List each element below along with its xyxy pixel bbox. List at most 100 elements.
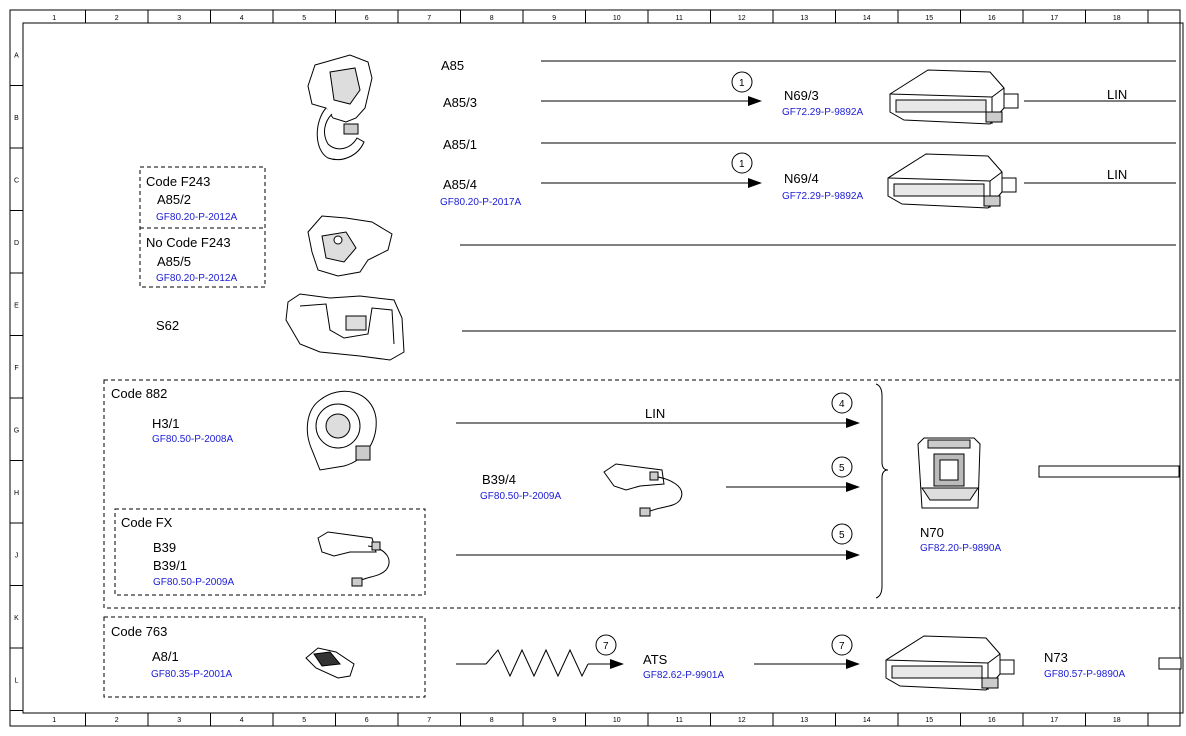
grid-column-label: 17: [1050, 717, 1058, 724]
label-h3-1: H3/1: [152, 416, 179, 431]
marker-circle: [831, 634, 853, 656]
grid-column-label: 4: [240, 15, 244, 22]
grid-row-label: L: [15, 677, 19, 684]
marker-circle: [831, 523, 853, 545]
marker-number: 5: [839, 463, 845, 474]
grid-column-label: 15: [925, 717, 933, 724]
label-a85-3: A85/3: [443, 95, 477, 110]
n73-module-illustration: [885, 635, 1015, 691]
grid-column-label: 15: [925, 15, 933, 22]
ref-b39-4[interactable]: GF80.50-P-2009A: [480, 491, 561, 502]
arrowhead-h3-1: [846, 418, 860, 428]
grid-column-label: 1: [52, 717, 56, 724]
grid-column-label: 9: [552, 717, 556, 724]
grid-row-label: K: [14, 615, 19, 622]
label-lin-n69-4: LIN: [1107, 167, 1127, 182]
grid-column-label: 18: [1113, 717, 1121, 724]
marker-number: 7: [603, 641, 609, 652]
arrowhead-ats: [846, 659, 860, 669]
grid-column-label: 12: [738, 15, 746, 22]
drawing-area-border: [22, 22, 1184, 714]
marker-circle: [831, 392, 853, 414]
grid-column-label: 18: [1113, 15, 1121, 22]
ref-n70[interactable]: GF82.20-P-9890A: [920, 543, 1001, 554]
grid-column-label: 6: [365, 15, 369, 22]
grid-column-label: 3: [177, 15, 181, 22]
code-763-box: [103, 616, 426, 698]
ref-n69-3[interactable]: GF72.29-P-9892A: [782, 107, 863, 118]
grid-column-label: 17: [1050, 15, 1058, 22]
grid-row-label: E: [14, 302, 19, 309]
grid-column-label: 16: [988, 15, 996, 22]
label-ats: ATS: [643, 652, 668, 667]
label-lin-n69-3: LIN: [1107, 87, 1127, 102]
grid-row-label: G: [14, 427, 19, 434]
grid-column-label: 12: [738, 717, 746, 724]
label-code-763: Code 763: [111, 624, 167, 639]
grid-column-label: 11: [676, 717, 683, 724]
marker-number: 4: [839, 399, 845, 410]
label-no-code-f243: No Code F243: [146, 235, 231, 250]
grid-column-label: 13: [800, 15, 808, 22]
grid-column-label: 4: [240, 717, 244, 724]
code-882-box: [103, 379, 1181, 609]
grid-column-label: 2: [115, 15, 119, 22]
label-s62: S62: [156, 318, 179, 333]
ref-a85-5[interactable]: GF80.20-P-2012A: [156, 273, 237, 284]
marker-number: 7: [839, 641, 845, 652]
marker-number: 1: [739, 78, 745, 89]
ref-h3-1[interactable]: GF80.50-P-2008A: [152, 434, 233, 445]
sensor-b39-4-illustration: [603, 463, 683, 517]
n69-4-module-illustration: [887, 153, 1017, 209]
label-code-f243: Code F243: [146, 174, 210, 189]
wire-n70-connector: [1038, 465, 1180, 478]
grid-column-label: 16: [988, 717, 996, 724]
tailgate-lock-illustration: [307, 215, 393, 277]
ref-n73[interactable]: GF80.57-P-9890A: [1044, 669, 1125, 680]
grid-column-label: 5: [302, 15, 306, 22]
label-n70: N70: [920, 525, 944, 540]
marker-number: 5: [839, 530, 845, 541]
grid-row-label: D: [14, 240, 19, 247]
ref-a8-1[interactable]: GF80.35-P-2001A: [151, 669, 232, 680]
marker-circle: [595, 634, 617, 656]
arrowhead-a85-4: [748, 178, 762, 188]
horn-illustration: [306, 390, 377, 471]
grid-column-label: 11: [676, 15, 683, 22]
label-code-fx: Code FX: [121, 515, 173, 530]
label-n69-4: N69/4: [784, 171, 819, 186]
signal-brace: [875, 383, 889, 599]
marker-circle: [731, 152, 753, 174]
code-f243-box: [139, 166, 266, 288]
code-fx-box: [114, 508, 426, 596]
label-a85-2: A85/2: [157, 192, 191, 207]
label-a8-1: A8/1: [152, 649, 179, 664]
label-b39-4: B39/4: [482, 472, 516, 487]
ref-a85-4[interactable]: GF80.20-P-2017A: [440, 197, 521, 208]
grid-column-label: 13: [800, 717, 808, 724]
overhead-control-panel-illustration: [917, 437, 981, 509]
grid-column-label: 2: [115, 717, 119, 724]
marker-circle: [831, 456, 853, 478]
arrowhead-b39-4: [846, 482, 860, 492]
grid-row-label: C: [14, 177, 19, 184]
grid-column-label: 14: [863, 15, 871, 22]
diagram-frame: [9, 9, 1181, 727]
grid-column-label: 10: [613, 717, 621, 724]
label-lin-h3-1: LIN: [645, 406, 665, 421]
grid-row-label: B: [14, 115, 19, 122]
grid-column-label: 9: [552, 15, 556, 22]
label-a85-1: A85/1: [443, 137, 477, 152]
ref-a85-2[interactable]: GF80.20-P-2012A: [156, 212, 237, 223]
door-lock-illustration: [307, 54, 373, 161]
label-b39: B39: [153, 540, 176, 555]
grid-column-label: 1: [52, 15, 56, 22]
grid-column-label: 8: [490, 717, 494, 724]
ref-n69-4[interactable]: GF72.29-P-9892A: [782, 191, 863, 202]
ref-b39-1[interactable]: GF80.50-P-2009A: [153, 577, 234, 588]
marker-number: 1: [739, 159, 745, 170]
sensor-b39-illustration: [317, 531, 390, 587]
grid-column-label: 7: [427, 717, 431, 724]
ref-ats[interactable]: GF82.62-P-9901A: [643, 670, 724, 681]
